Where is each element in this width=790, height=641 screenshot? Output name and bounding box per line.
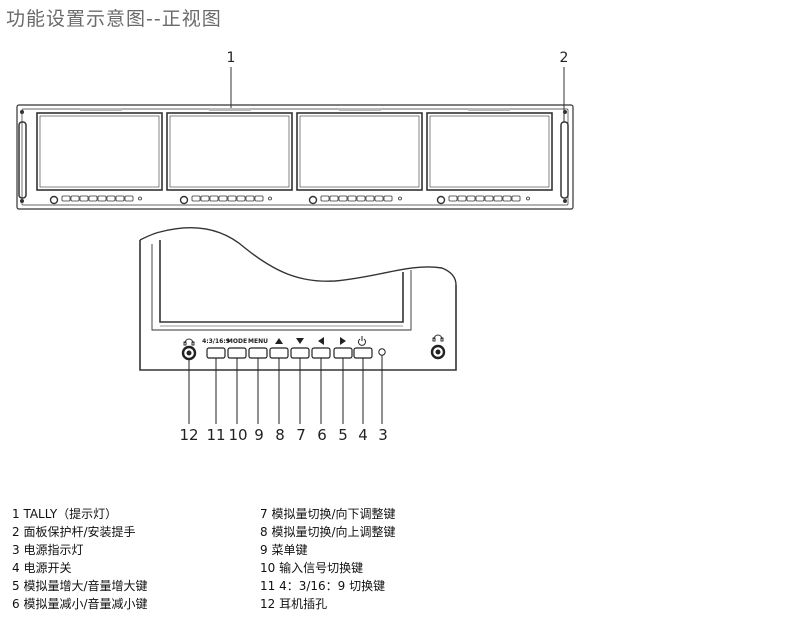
up-button[interactable]	[269, 347, 289, 359]
legend-item: 6 模拟量减小/音量减小键	[12, 597, 148, 611]
power-icon	[358, 336, 366, 346]
callout-9: 9	[254, 426, 264, 444]
left-arrow-icon	[318, 337, 324, 345]
legend-right: 7 模拟量切换/向下调整键 8 模拟量切换/向上调整键 9 菜单键 10 输入信…	[260, 505, 396, 613]
mode-button[interactable]	[227, 347, 247, 359]
mode-button-label: MODE	[227, 338, 247, 345]
callout-8: 8	[275, 426, 285, 444]
mount-hole	[20, 199, 24, 203]
callout-1: 1	[227, 50, 236, 66]
page-title: 功能设置示意图--正视图	[6, 8, 222, 30]
mount-hole	[20, 110, 24, 114]
rack-chassis	[16, 104, 574, 210]
right-handle	[560, 121, 569, 199]
legend-item: 3 电源指示灯	[12, 543, 84, 557]
control-row-3	[308, 195, 402, 205]
legend-item: 5 模拟量增大/音量增大键	[12, 579, 148, 593]
legend-item: 11 4：3/16：9 切换键	[260, 579, 386, 593]
rack-panel	[16, 104, 574, 210]
callout-5: 5	[338, 426, 348, 444]
aspect-ratio-button[interactable]	[206, 347, 226, 359]
control-row-1	[49, 195, 142, 205]
monitor-3	[296, 108, 423, 191]
legend-item: 7 模拟量切换/向下调整键	[260, 507, 396, 521]
legend-item: 10 输入信号切换键	[260, 561, 364, 575]
left-handle	[18, 121, 27, 199]
increase-button[interactable]	[333, 347, 353, 359]
control-row-4	[436, 195, 530, 205]
legend-item: 12 耳机插孔	[260, 597, 328, 611]
callout-12: 12	[179, 426, 198, 444]
monitor-1	[36, 108, 163, 191]
menu-button[interactable]	[248, 347, 268, 359]
down-arrow-icon	[296, 338, 304, 344]
tally-light	[209, 108, 251, 111]
monitor-2	[166, 108, 293, 191]
up-arrow-icon	[275, 338, 283, 344]
callout-6: 6	[317, 426, 327, 444]
callout-11: 11	[206, 426, 225, 444]
callout-7: 7	[296, 426, 306, 444]
headphone-icon	[432, 334, 444, 342]
legend-item: 4 电源开关	[12, 561, 72, 575]
power-button[interactable]	[353, 347, 373, 359]
monitor-4	[426, 108, 553, 191]
callout-3: 3	[378, 426, 388, 444]
tally-light	[80, 108, 122, 111]
headphone-jack	[430, 344, 446, 360]
decrease-button[interactable]	[311, 347, 331, 359]
legend-left: 1 TALLY（提示灯） 2 面板保护杆/安装提手 3 电源指示灯 4 电源开关…	[12, 505, 148, 613]
headphone-icon	[183, 338, 195, 346]
callout-10: 10	[228, 426, 247, 444]
aspect-button-label: 4:3/16:9	[202, 338, 230, 345]
legend-item: 2 面板保护杆/安装提手	[12, 525, 136, 539]
detail-view	[139, 227, 457, 371]
legend-item: 9 菜单键	[260, 543, 308, 557]
tally-light	[339, 108, 381, 111]
mount-hole	[563, 199, 567, 203]
down-button[interactable]	[290, 347, 310, 359]
legend-item: 1 TALLY（提示灯）	[12, 507, 118, 521]
power-indicator-light	[378, 348, 386, 356]
front-view-diagram: 1 2 4:3/16:9 MODE MENU	[16, 50, 574, 444]
control-row-2	[179, 195, 272, 205]
menu-button-label: MENU	[248, 338, 268, 345]
right-arrow-icon	[340, 337, 346, 345]
callout-2: 2	[560, 50, 569, 66]
callout-4: 4	[358, 426, 368, 444]
tally-light	[468, 108, 510, 111]
legend-item: 8 模拟量切换/向上调整键	[260, 525, 396, 539]
